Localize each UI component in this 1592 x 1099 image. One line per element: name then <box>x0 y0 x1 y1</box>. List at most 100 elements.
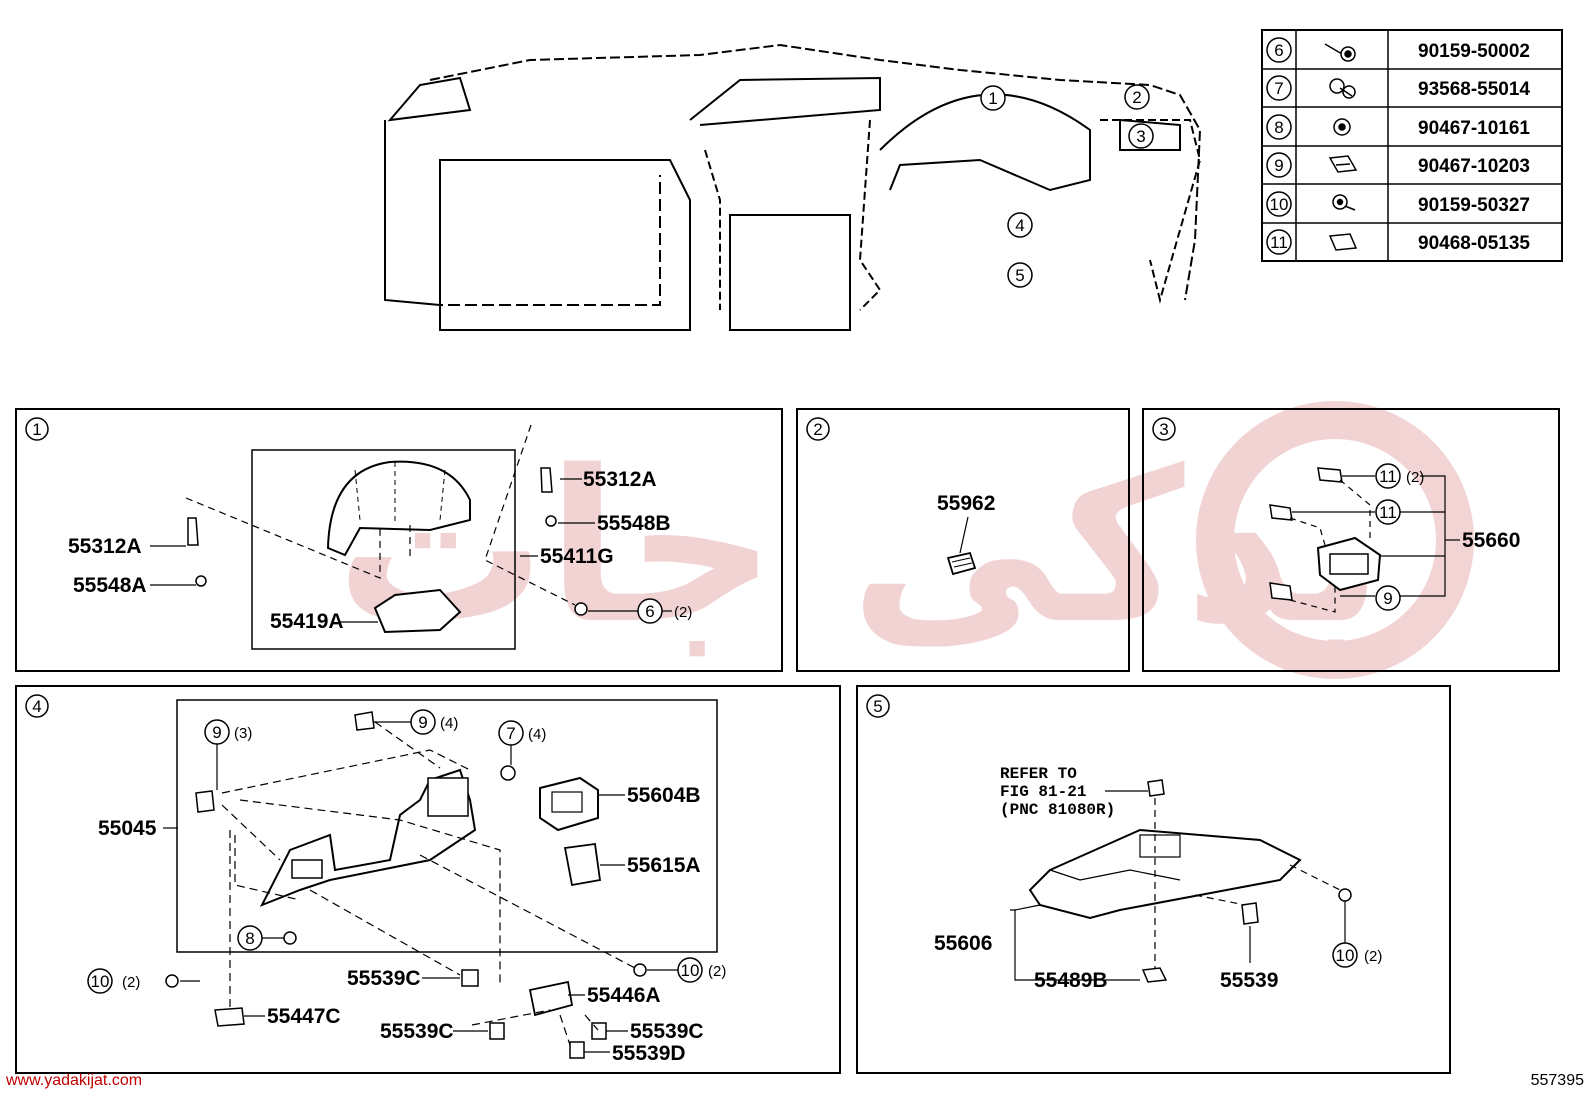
table-row-part: 90159-50002 <box>1418 41 1530 62</box>
panel-3: 3 11 (2) 11 9 55660 <box>1142 408 1560 672</box>
table-row-ref: 7 <box>1274 79 1283 98</box>
clip-icon <box>1241 902 1259 925</box>
clip-nut-icon <box>545 515 557 527</box>
clip-nut-icon <box>283 931 297 945</box>
clip-nut-icon <box>1333 118 1351 136</box>
overview-callout-5-text: 5 <box>1015 266 1024 285</box>
clip-icon <box>187 517 199 546</box>
table-row: 10 90159-50327 <box>1266 191 1530 217</box>
bolt-washer-icon <box>633 963 647 977</box>
panel-4-callout-ref: 8 <box>245 929 254 948</box>
bracket-clip-icon <box>1269 582 1293 601</box>
panel-4-index: 4 <box>32 697 41 716</box>
panel-3-index: 3 <box>1159 420 1168 439</box>
footer-doc-id: 557395 <box>1530 1072 1584 1089</box>
panel-1-callout-ref: 6 <box>645 602 654 621</box>
overview-callout-3-text: 3 <box>1136 127 1145 146</box>
overview-callout-2 <box>1124 84 1150 110</box>
panel-5-callout-qty: (2) <box>1364 948 1382 965</box>
spring-clip-icon <box>1328 233 1358 251</box>
table-row: 9 90467-10203 <box>1266 152 1530 178</box>
table-row-part: 90468-05135 <box>1418 233 1530 254</box>
panel-4-callout-ref: 9 <box>212 723 221 742</box>
panel-3-label-55660: 55660 <box>1462 529 1520 552</box>
overview-callout-2-text: 2 <box>1132 88 1141 107</box>
spring-clip-icon <box>1317 467 1343 483</box>
overview-callout-3 <box>1128 123 1154 149</box>
table-row-part: 90159-50327 <box>1418 195 1530 216</box>
panel-4-label-55604B: 55604B <box>627 784 701 807</box>
cluster-hood <box>326 460 471 557</box>
panel-4-label-55615A: 55615A <box>627 854 701 877</box>
table-row: 7 93568-55014 <box>1266 75 1530 101</box>
bracket-clip-icon <box>354 711 375 731</box>
panel-5-index: 5 <box>873 697 882 716</box>
panel-5-label-55606: 55606 <box>934 932 992 955</box>
panel-4-label-55539C-c: 55539C <box>630 1020 704 1043</box>
panel-5-label-55539: 55539 <box>1220 969 1278 992</box>
panel-4-callout-qty: (2) <box>122 974 140 991</box>
glovebox-tray <box>1028 828 1302 920</box>
bracket-clip-icon <box>214 1007 245 1027</box>
panel-2-index: 2 <box>813 420 822 439</box>
panel-4-label-55539D: 55539D <box>612 1042 686 1065</box>
table-row-part: 90467-10161 <box>1418 118 1530 139</box>
overview-callout-4 <box>1007 212 1033 238</box>
panel-4-label-55539C-b: 55539C <box>380 1020 454 1043</box>
panel-3-callout-qty: (2) <box>1406 469 1424 486</box>
bracket-clip-icon <box>1328 155 1358 173</box>
panel-1-label-55411G: 55411G <box>540 545 614 568</box>
panel-1-index: 1 <box>32 420 41 439</box>
panel-2-label-55962: 55962 <box>937 492 995 515</box>
panel-4-callout-ref: 9 <box>418 713 427 732</box>
clip-icon <box>489 1022 505 1040</box>
footer-url[interactable]: www.yadakijat.com <box>6 1072 143 1089</box>
spring-clip-icon <box>1269 504 1293 521</box>
table-row-ref: 6 <box>1274 41 1283 60</box>
clip-nut-icon <box>195 575 207 587</box>
bracket-clip-icon <box>195 790 215 813</box>
overview-callouts: 1 2 3 4 5 <box>980 84 1154 288</box>
panel-1-label-55419A: 55419A <box>270 610 344 633</box>
fastener-table: 6 90159-50002 7 93568-55014 8 90467-1016… <box>1261 29 1563 262</box>
nut-bolt-icon <box>500 765 516 781</box>
clip-icon <box>569 1041 585 1059</box>
panel-4-label-55539C: 55539C <box>347 967 421 990</box>
panel-4-label-55446A: 55446A <box>587 984 661 1007</box>
panel-4-label-55045: 55045 <box>98 817 157 840</box>
lower-trim <box>373 588 462 634</box>
watermark: یدکی جات <box>335 401 1474 679</box>
clip-icon <box>461 969 479 987</box>
bolt-washer-icon <box>1332 194 1356 211</box>
clip-icon <box>1147 779 1165 797</box>
table-row-ref: 10 <box>1270 195 1289 214</box>
bolt-washer-icon <box>1338 888 1352 902</box>
panel-5-refer-line-1: REFER TO <box>1000 765 1077 783</box>
table-row-part: 93568-55014 <box>1418 79 1530 100</box>
panel-2: 2 55962 <box>796 408 1130 672</box>
panel-1-callout-qty: (2) <box>674 604 692 621</box>
panel-1-label-55312A-b: 55312A <box>583 468 657 491</box>
panel-5-refer-line-2: FIG 81-21 <box>1000 783 1086 801</box>
overview-callout-5 <box>1007 262 1033 288</box>
bolt-washer-icon <box>165 974 179 988</box>
panel-5-label-55489B: 55489B <box>1034 969 1108 992</box>
overview-callout-1 <box>980 85 1006 111</box>
panel-4-callout-qty: (4) <box>440 715 458 732</box>
cover-plate <box>563 842 602 887</box>
panel-1: 1 55312A 55548A 55312A 5 <box>15 408 783 672</box>
panel-4-callout-qty: (3) <box>234 725 252 742</box>
panel-3-callout-ref: 9 <box>1383 589 1392 608</box>
overview-callout-4-text: 4 <box>1015 216 1024 235</box>
table-row: 11 90468-05135 <box>1266 229 1530 255</box>
panel-1-label-55312A: 55312A <box>68 535 142 558</box>
panel-3-callout-ref: 11 <box>1379 503 1397 522</box>
panel-5-callout-ref: 10 <box>1336 946 1355 965</box>
table-row-part: 90467-10203 <box>1418 156 1530 177</box>
panel-3-callout-ref: 11 <box>1379 467 1397 486</box>
panel-4-label-55447C: 55447C <box>267 1005 341 1028</box>
table-row: 6 90159-50002 <box>1266 37 1530 63</box>
panel-4-callout-ref: 10 <box>91 972 110 991</box>
panel-1-label-55548B: 55548B <box>597 512 671 535</box>
